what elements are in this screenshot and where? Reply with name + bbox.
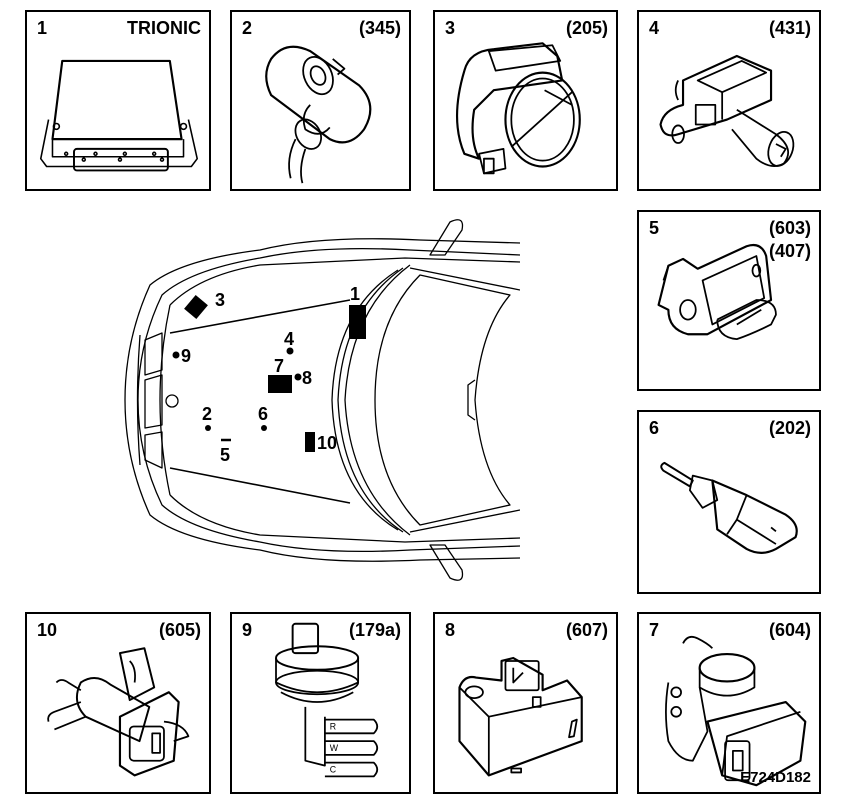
car-label-3: 3 [215,290,225,310]
marker-8 [294,373,302,381]
component-number: 1 [37,18,48,38]
car-label-2: 2 [202,404,212,424]
crankshaft-sensor-illustration [265,45,372,184]
component-code: (431) [768,18,811,38]
component-code: TRIONIC [127,18,201,38]
component-panel-3: 3 (205) [433,10,618,191]
marker-3 [184,294,208,320]
car-label-1: 1 [350,284,360,304]
marker-10 [305,432,315,452]
component-panel-7: 7 (604) E724D182 [637,612,821,794]
control-module-illustration [39,59,198,172]
component-number: 9 [242,620,253,640]
throttle-body-illustration [665,635,807,787]
component-number: 8 [445,620,456,640]
component-number: 4 [649,18,660,38]
component-code: (202) [768,418,811,438]
car-label-9: 9 [181,346,191,366]
component-code: (604) [768,620,811,640]
diagram-reference-code: E724D182 [740,769,811,786]
component-number: 2 [242,18,253,38]
port-label-w: W [330,743,339,753]
marker-2 [205,425,211,431]
car-label-4: 4 [284,329,294,349]
marker-1 [349,305,366,339]
component-panel-4: 4 (431) [637,10,821,191]
car-label-6: 6 [258,404,268,424]
component-panel-2: 2 (345) [230,10,411,191]
pressure-temperature-sensor-illustration [657,243,777,341]
component-code-secondary: (407) [768,241,811,261]
coolant-temperature-sensor-illustration [660,461,798,554]
component-code: (607) [565,620,608,640]
component-code: (603) [768,218,811,238]
component-panel-8: 8 (607) [433,612,618,794]
component-number: 3 [445,18,456,38]
car-label-5: 5 [220,445,230,465]
solenoid-valve-illustration [47,647,190,777]
car-outline [124,219,520,581]
marker-9 [172,351,180,359]
car-label-10: 10 [317,433,337,453]
port-label-c: C [330,764,337,774]
component-code: (345) [358,18,401,38]
boost-pressure-valve-illustration: R W C [275,622,379,778]
component-number: 10 [37,620,58,640]
component-number: 7 [649,620,660,640]
car-label-8: 8 [302,368,312,388]
marker-4 [286,347,294,355]
component-number: 5 [649,218,660,238]
component-code: (605) [158,620,201,640]
component-panel-6: 6 (202) [637,410,821,594]
port-label-r: R [330,721,336,731]
component-code: (205) [565,18,608,38]
car-label-7: 7 [274,356,284,376]
component-panel-10: 10 (605) [25,612,211,794]
component-number: 6 [649,418,660,438]
module-illustration [458,656,583,777]
component-panel-9: 9 (179a) R W C [230,612,411,794]
car-top-view: 1 2 3 4 5 6 7 8 9 10 [124,219,520,581]
component-panel-5: 5 (603) (407) [637,210,821,391]
component-code: (179a) [348,620,401,640]
component-panel-1: 1 TRIONIC [25,10,211,191]
marker-7 [268,375,292,393]
marker-6 [261,425,267,431]
mass-air-flow-sensor-illustration [455,42,581,175]
pressure-sensor-illustration [659,54,795,167]
